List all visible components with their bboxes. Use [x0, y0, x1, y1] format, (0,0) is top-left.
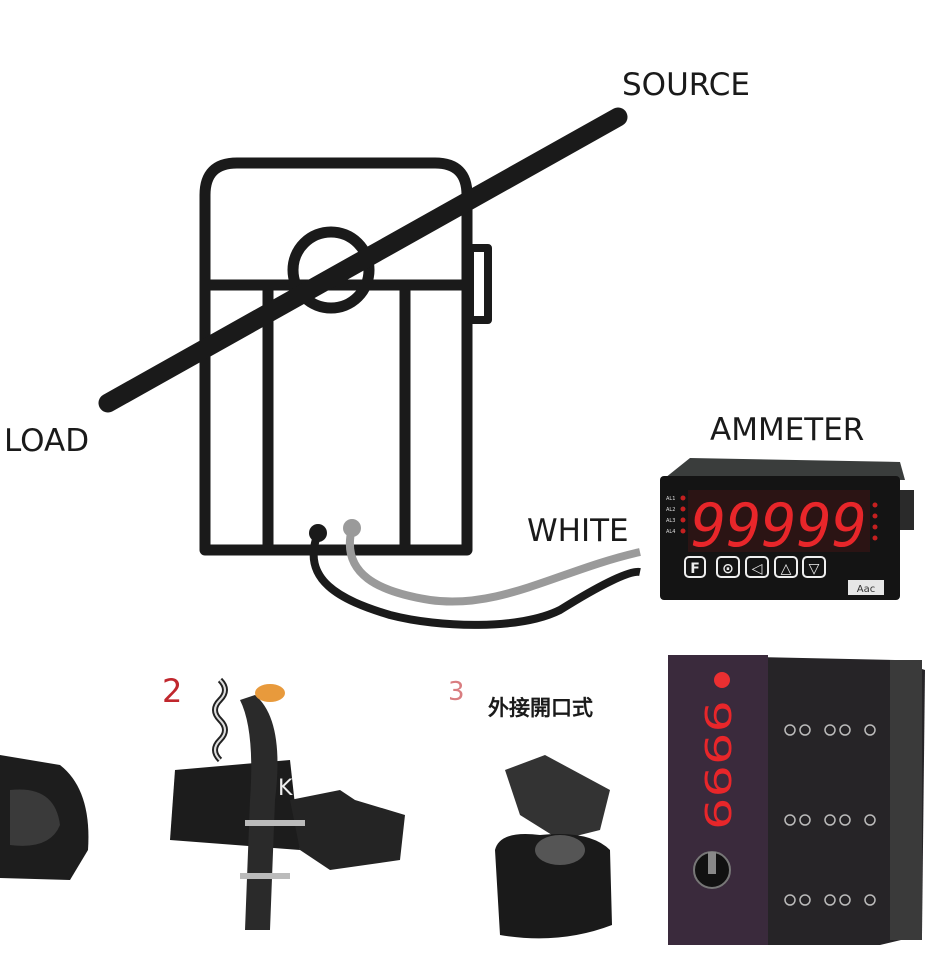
down-button[interactable]: ▽	[809, 561, 820, 577]
wire-k-mark: K	[278, 776, 293, 801]
photo-ct-clip-3: 3 外接開口式	[448, 677, 612, 939]
terminal-white	[343, 519, 361, 537]
terminal-black	[309, 524, 327, 542]
load-label: LOAD	[4, 423, 89, 459]
enter-button[interactable]: ⊙	[722, 561, 734, 577]
up-button[interactable]: △	[781, 561, 792, 577]
indicator-al1: AL1	[666, 496, 675, 502]
primary-conductor	[98, 107, 628, 413]
indicator-al2: AL2	[666, 507, 675, 513]
photo-ct-clip-1	[0, 755, 89, 880]
ammeter-label: AMMETER	[710, 412, 864, 448]
ammeter-display: 99999	[691, 491, 867, 561]
unit-label: Aac	[857, 584, 875, 595]
caption-external-split-core: 外接開口式	[488, 696, 593, 720]
source-label: SOURCE	[622, 67, 750, 103]
white-wire-label: WHITE	[527, 513, 629, 549]
indicator-al4: AL4	[666, 529, 675, 535]
indicator-al3: AL3	[666, 518, 675, 524]
step-2-number: 2	[162, 672, 182, 710]
photo-ct-clip-2: 2 K	[162, 672, 405, 930]
black-wire	[309, 531, 641, 629]
ammeter-panel: 99999 AL1 AL2 AL3 AL4 F ⊙ ◁ △ ▽ Aac	[660, 458, 914, 600]
step-3-number: 3	[448, 677, 465, 707]
photo-transducer-device: 9999	[668, 655, 925, 945]
white-wire	[346, 527, 641, 606]
left-button[interactable]: ◁	[752, 561, 763, 577]
device-display: 9999	[696, 700, 737, 830]
current-transformer	[199, 157, 492, 556]
f-button[interactable]: F	[690, 561, 700, 577]
